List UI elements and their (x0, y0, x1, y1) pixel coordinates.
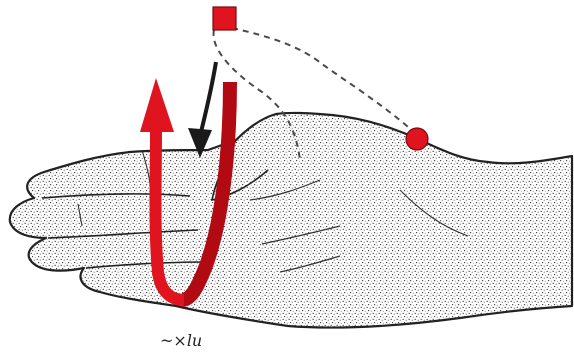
hint-arrow (188, 62, 216, 158)
hand-illustration (10, 113, 572, 328)
hand-outline (10, 113, 572, 328)
square-marker (213, 7, 236, 30)
signature: ~×lu (160, 331, 202, 350)
circle-marker (406, 128, 428, 150)
arrow-up-icon (140, 78, 174, 132)
hint-arrow-shaft (200, 62, 216, 136)
